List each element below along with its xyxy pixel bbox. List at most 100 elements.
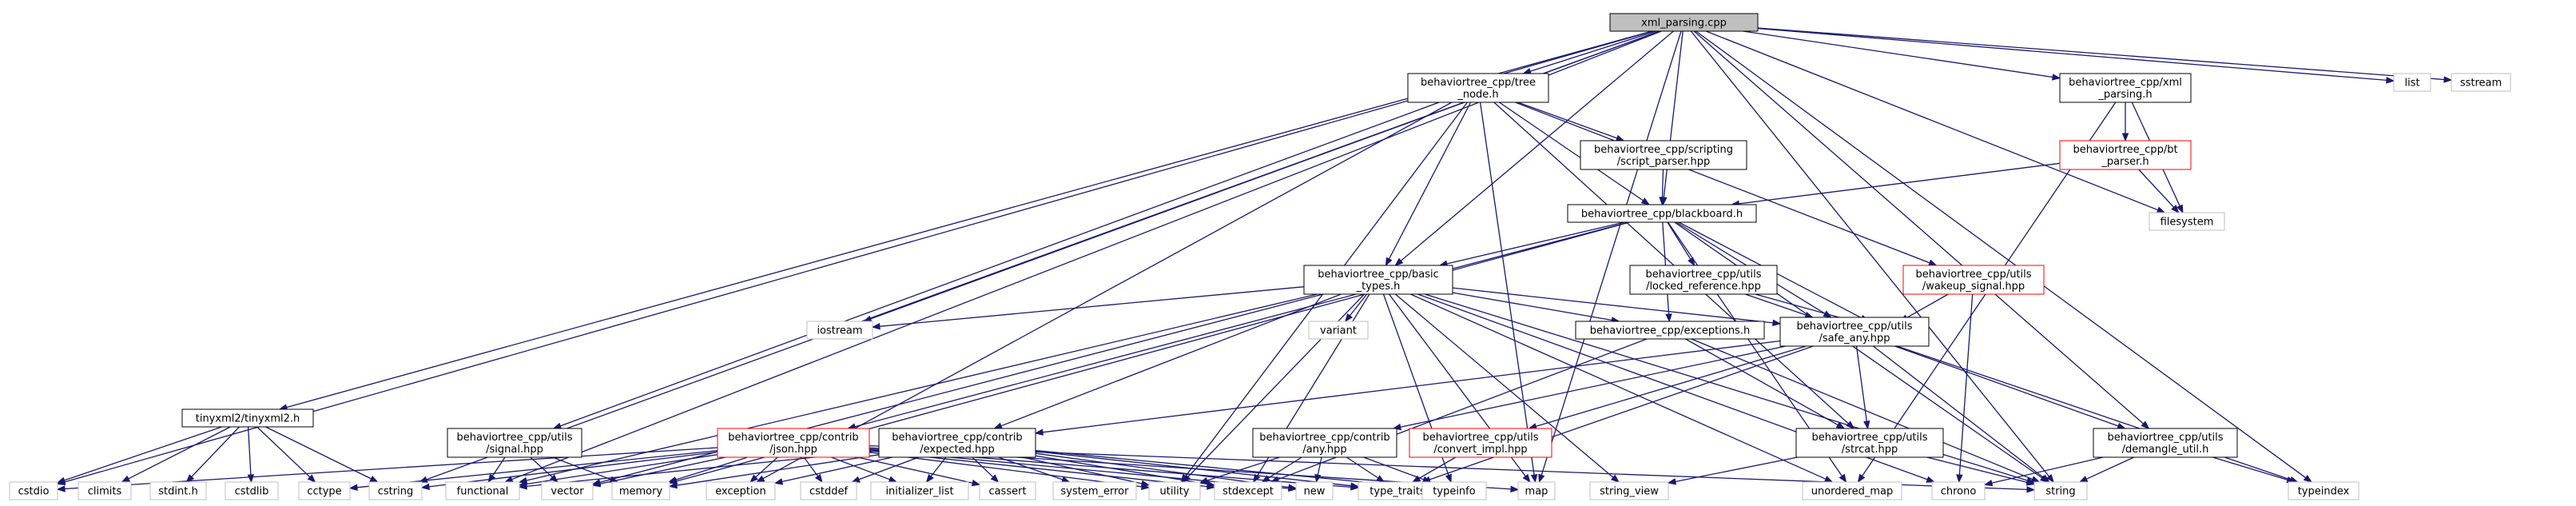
edge-root-to-filesystem [1706, 30, 2166, 213]
node-convert_impl[interactable]: behaviortree_cpp/utils/convert_impl.hpp [1409, 428, 1552, 458]
edge-line [191, 426, 240, 477]
edge-arrowhead [1140, 480, 1151, 488]
node-safe_any[interactable]: behaviortree_cpp/utils/safe_any.hpp [1779, 317, 1930, 347]
edge-arrowhead [348, 484, 358, 491]
edge-root-to-blackboard [1660, 30, 1684, 206]
node-tinyxml2[interactable]: tinyxml2/tinyxml2.h [181, 408, 314, 428]
edge-safe_any-to-expected [1034, 340, 1781, 436]
edge-arrowhead [56, 476, 66, 484]
edge-arrowhead [1385, 257, 1393, 267]
node-script_parser[interactable]: behaviortree_cpp/scripting/script_parser… [1580, 140, 1747, 170]
edge-line [1452, 287, 1774, 324]
edge-arrowhead [1510, 485, 1520, 493]
edge-line [526, 293, 1318, 481]
edge-json-to-cctype [348, 450, 718, 491]
node-expected[interactable]: behaviortree_cpp/contrib/expected.hpp [878, 428, 1036, 458]
node-demangle[interactable]: behaviortree_cpp/utils/demangle_util.h [2093, 428, 2238, 458]
edge-line [1363, 456, 1425, 480]
node-label-line: sstream [2460, 78, 2502, 90]
node-box [979, 481, 1036, 500]
edge-line [1958, 293, 1974, 476]
edge-line [972, 456, 994, 478]
node-typeinfo: typeinfo [1421, 481, 1487, 500]
edge-arrowhead [518, 483, 527, 490]
node-root[interactable]: xml_parsing.cpp [1609, 13, 1759, 32]
edge-arrowhead [2026, 486, 2036, 493]
node-label-line: behaviortree_cpp/basic [1318, 269, 1439, 281]
node-bt_parser[interactable]: behaviortree_cpp/bt_parser.h [2059, 140, 2192, 170]
edge-arrowhead [1314, 473, 1322, 484]
node-box [1589, 481, 1669, 500]
edge-line [1418, 456, 1457, 480]
edge-blackboard-to-locked_reference [1667, 221, 1695, 267]
node-signal[interactable]: behaviortree_cpp/utils/signal.hpp [447, 428, 582, 458]
edge-root-to-tree_node [1522, 30, 1657, 75]
node-label-line: utility [1160, 486, 1190, 498]
node-label-line: /json.hpp [769, 444, 817, 456]
node-wakeup_signal[interactable]: behaviortree_cpp/utils/wakeup_signal.hpp [1902, 265, 2045, 295]
node-box [870, 481, 969, 500]
edge-expected-to-stdexcept [1035, 455, 1216, 488]
node-label-line: behaviortree_cpp/utils [1422, 432, 1538, 444]
node-label-line: /convert_impl.hpp [1433, 444, 1527, 456]
node-label-line: behaviortree_cpp/utils [1796, 321, 1912, 333]
node-label-line: cstdlib [235, 486, 269, 498]
node-box [1252, 428, 1397, 458]
node-any[interactable]: behaviortree_cpp/contrib/any.hpp [1252, 428, 1397, 458]
edge-json-to-vector [591, 456, 726, 488]
node-box [1308, 321, 1369, 340]
edge-arrowhead [1530, 473, 1538, 484]
node-label-line: behaviortree_cpp/xml [2069, 77, 2182, 89]
edge-line [1042, 340, 1781, 433]
node-label-line: list [2404, 78, 2419, 90]
node-climits: climits [78, 481, 132, 500]
edge-arrowhead [668, 481, 678, 489]
edge-line [526, 454, 718, 485]
edge-line [1743, 30, 2053, 78]
graph-nodes: xml_parsing.cpp behaviortree_cpp/tree_nod… [9, 13, 2511, 500]
edge-arrowhead [1394, 257, 1404, 266]
node-system_error: system_error [1052, 481, 1137, 500]
edge-line [1745, 293, 1807, 316]
edge-arrowhead [2303, 475, 2313, 483]
node-tree_node[interactable]: behaviortree_cpp/tree_node.h [1407, 73, 1549, 103]
node-label-line: string [2045, 486, 2075, 498]
node-box [1779, 317, 1930, 347]
node-sstream: sstream [2451, 73, 2511, 92]
edge-tree_node-to-basic_types [1385, 102, 1472, 267]
edge-arrowhead [56, 485, 66, 492]
edge-arrowhead [2045, 473, 2054, 484]
edge-arrowhead [2052, 74, 2061, 81]
node-box [1303, 265, 1453, 295]
edge-arrowhead [2117, 422, 2126, 429]
node-locked_reference[interactable]: behaviortree_cpp/utils/locked_reference.… [1629, 265, 1778, 295]
node-label-line: behaviortree_cpp/utils [1915, 269, 2031, 281]
node-stdexcept: stdexcept [1214, 481, 1282, 500]
node-strcat[interactable]: behaviortree_cpp/utils/strcat.hpp [1795, 428, 1944, 458]
edge-any-to-typeinfo [1363, 456, 1432, 483]
node-basic_types[interactable]: behaviortree_cpp/basic_types.h [1303, 265, 1453, 295]
node-blackboard[interactable]: behaviortree_cpp/blackboard.h [1567, 204, 1757, 223]
edge-arrowhead [1199, 476, 1209, 484]
node-label-line: tinyxml2/tinyxml2.h [196, 413, 300, 425]
node-label-line: behaviortree_cpp/exceptions.h [1590, 325, 1750, 337]
node-box [368, 481, 423, 500]
node-box [1575, 321, 1765, 340]
edge-arrowhead [1928, 259, 1938, 266]
node-xml_parsing_h[interactable]: behaviortree_cpp/xml_parsing.h [2059, 73, 2192, 103]
node-label-line: _node.h [1457, 89, 1498, 101]
edge-line [1755, 293, 1852, 322]
node-box [1409, 428, 1552, 458]
edge-exceptions-to-string [1691, 338, 2041, 483]
edge-line [1685, 338, 1839, 426]
edge-arrowhead [1522, 473, 1531, 484]
node-json[interactable]: behaviortree_cpp/contrib/json.hpp [717, 428, 870, 458]
node-filesystem: filesystem [2149, 212, 2225, 231]
node-label-line: behaviortree_cpp/utils [456, 432, 572, 444]
node-label-line: /any.hpp [1302, 444, 1346, 456]
node-box [806, 321, 873, 340]
edge-root-to-basic_types [1394, 30, 1674, 266]
edge-line [998, 456, 1063, 480]
node-box [298, 481, 351, 500]
node-exceptions[interactable]: behaviortree_cpp/exceptions.h [1575, 321, 1765, 340]
